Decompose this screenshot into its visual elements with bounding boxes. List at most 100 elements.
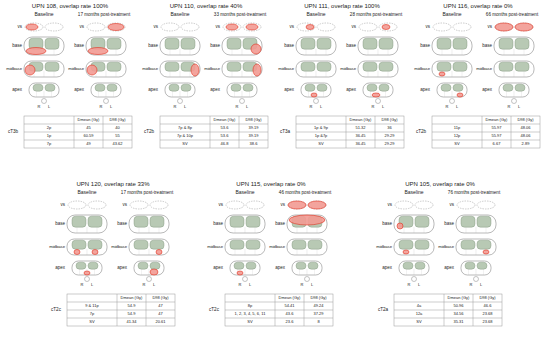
- table-cell: 12p: [454, 134, 461, 139]
- gland-outline: [363, 83, 393, 97]
- table-rule: [482, 116, 483, 148]
- panel-title: UPN 105, overlap rate 0%: [405, 181, 475, 188]
- seminal-vesicle: [495, 23, 513, 31]
- table-cell: 7p: [47, 142, 51, 147]
- sector-line: [308, 92, 309, 98]
- sector-line: [54, 72, 55, 78]
- table-cell: 23.68: [482, 312, 492, 317]
- level-label: midbase: [476, 67, 492, 72]
- sector-line: [307, 270, 308, 276]
- table-header: D98 (Gy): [310, 296, 326, 301]
- transition-zone: [138, 262, 148, 269]
- transition-zone: [45, 62, 59, 71]
- table-rule: [444, 294, 445, 326]
- gland-outline: [296, 37, 336, 55]
- side-label: L: [110, 105, 112, 110]
- gland-outline: [292, 261, 322, 275]
- table-cell: 29.29: [384, 134, 394, 139]
- table-rule: [160, 124, 268, 125]
- sector-line: [87, 250, 88, 256]
- gland-outline: [129, 239, 169, 255]
- sector-line: [255, 250, 256, 256]
- sector-line: [306, 50, 307, 56]
- table-rule: [146, 294, 147, 326]
- seminal-vesicle: [243, 23, 261, 31]
- gland-outline: [394, 239, 434, 255]
- seminal-vesicle: [88, 201, 106, 209]
- sector-line: [299, 270, 300, 276]
- table-cell: SV: [318, 142, 323, 147]
- side-label: L: [518, 105, 520, 110]
- sector-line: [444, 92, 445, 98]
- gland-outline: [129, 215, 169, 233]
- gland-outline: [358, 37, 398, 55]
- table-header: D98 (Gy): [109, 118, 125, 123]
- urethra-symbol: [376, 99, 381, 104]
- sector-line: [323, 92, 324, 98]
- table-header: Dmean (Gy): [279, 296, 301, 301]
- transition-zone: [453, 84, 463, 91]
- table-cell: 40: [115, 126, 119, 131]
- seminal-vesicle: [107, 23, 125, 31]
- level-label: vs: [488, 24, 493, 29]
- table-header: D98 (Gy): [479, 296, 495, 301]
- sector-line: [235, 250, 236, 256]
- sector-line: [521, 92, 522, 98]
- table-rule: [24, 132, 132, 133]
- sector-line: [452, 50, 453, 56]
- table-cell: 38.6: [250, 142, 258, 147]
- sector-line: [452, 92, 453, 98]
- table-rule: [239, 116, 240, 148]
- table-cell: 36.45: [355, 142, 365, 147]
- transition-zone: [415, 216, 429, 227]
- table-header: D98 (Gy): [517, 118, 533, 123]
- sector-line: [466, 250, 467, 256]
- sector-line: [245, 250, 246, 256]
- sector-line: [378, 72, 379, 78]
- sector-line: [506, 92, 507, 98]
- gland-outline: [225, 239, 265, 255]
- lesion-highlight: [515, 23, 533, 31]
- transition-zone: [437, 62, 451, 71]
- seminal-vesicle: [308, 201, 326, 209]
- sector-line: [326, 50, 327, 56]
- gland-outline: [24, 61, 64, 77]
- table-cell: 1p: [47, 134, 51, 139]
- level-label: vs: [290, 24, 295, 29]
- transition-zone: [107, 62, 121, 71]
- column-heading: Baseline: [235, 190, 254, 196]
- side-label: R: [239, 283, 242, 288]
- sector-line: [113, 92, 114, 98]
- lesion-highlight: [483, 250, 489, 254]
- sector-line: [149, 250, 150, 256]
- table-cell: 7p: [90, 312, 94, 317]
- seminal-vesicle: [288, 201, 306, 209]
- side-label: L: [246, 105, 248, 110]
- transition-zone: [367, 84, 377, 91]
- column-heading: 17 months post-treatment: [121, 190, 173, 195]
- level-label: base: [210, 43, 220, 48]
- sector-line: [306, 72, 307, 78]
- table-rule: [275, 294, 276, 326]
- transition-zone: [292, 240, 306, 249]
- column-heading: Baseline: [77, 190, 96, 196]
- sector-line: [370, 92, 371, 98]
- side-label: R: [372, 105, 375, 110]
- stage-label: cT3b: [8, 129, 18, 134]
- sector-line: [297, 228, 298, 234]
- table-cell: 36.45: [355, 134, 365, 139]
- level-label: midbase: [376, 245, 392, 250]
- table-cell: 43.6: [286, 312, 294, 317]
- sector-line: [234, 92, 235, 98]
- side-label: R: [508, 105, 511, 110]
- seminal-vesicle: [415, 201, 433, 209]
- table-cell: 48.06: [520, 126, 530, 131]
- level-label: midbase: [269, 245, 285, 250]
- sector-line: [307, 228, 308, 234]
- sector-line: [180, 92, 181, 98]
- sector-line: [180, 50, 181, 56]
- sector-line: [249, 92, 250, 98]
- transition-zone: [437, 38, 451, 49]
- column-heading: 28 months post-treatment: [350, 12, 402, 17]
- stage-label: cT2c: [51, 307, 61, 312]
